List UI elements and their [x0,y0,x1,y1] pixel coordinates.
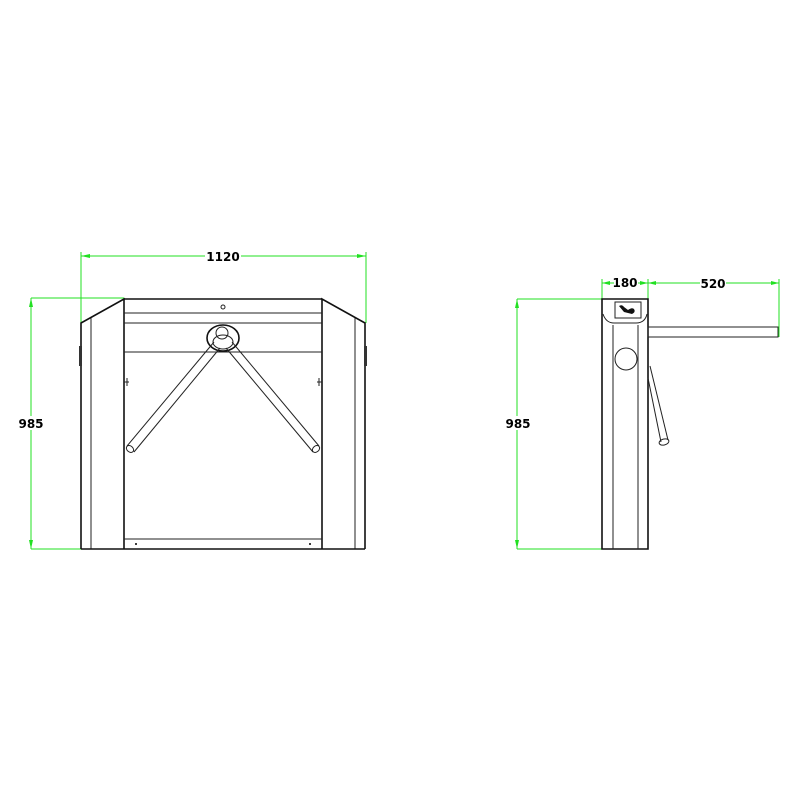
tripod-arms [125,341,321,453]
side-dimensions: 180 520 985 [505,276,780,550]
indicator-light [614,347,638,371]
card-reader-icon [614,301,642,319]
front-dimensions: 1120 985 [18,249,367,550]
front-height-dimension: 985 [18,417,43,431]
side-column [601,298,649,550]
front-width-dimension: 1120 [206,250,239,264]
left-pillar [79,297,125,549]
front-view: 1120 985 [18,249,367,550]
tripod-hub [206,324,240,352]
side-view: 180 520 985 [505,276,780,550]
side-height-dimension: 985 [505,417,530,431]
arm-length-dimension: 520 [700,277,725,291]
center-cabinet [81,298,365,550]
right-pillar [321,297,367,549]
side-width-dimension: 180 [612,276,637,290]
side-arms [647,326,779,446]
